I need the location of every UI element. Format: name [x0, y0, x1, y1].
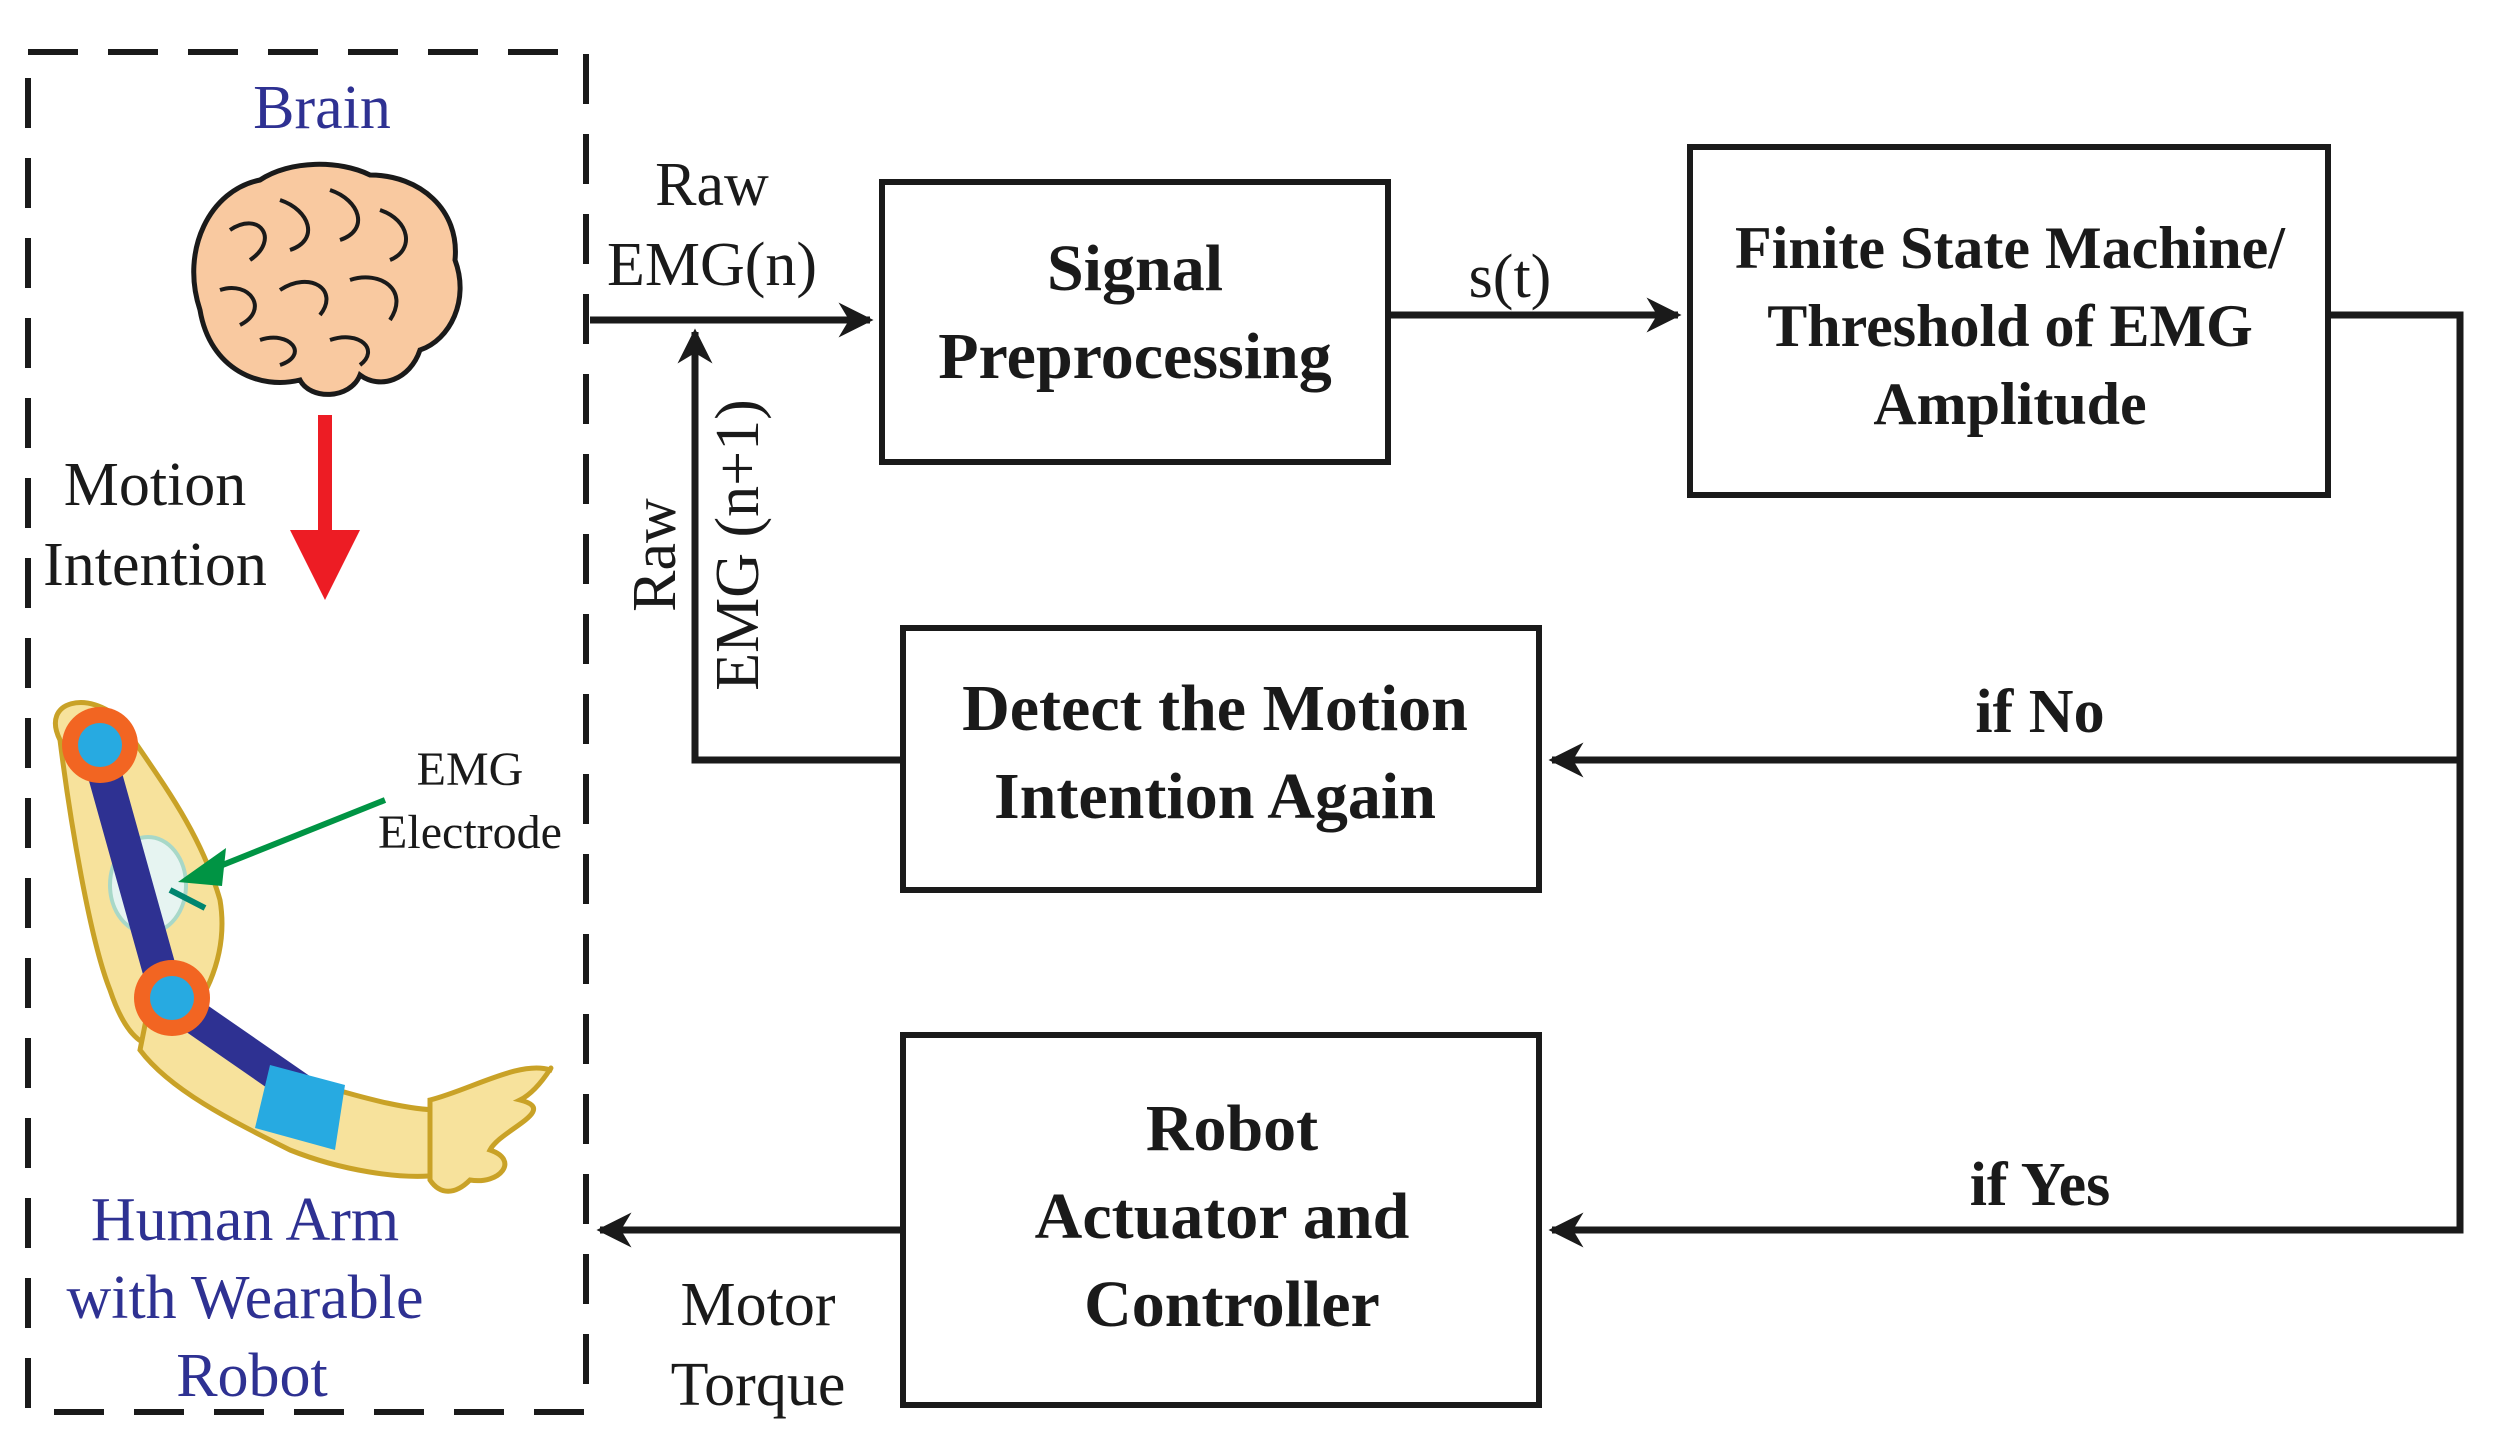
motor-label: Motor [681, 1271, 836, 1339]
robot-box-line3: Controller [1084, 1268, 1380, 1341]
robot-actuator-box [900, 1032, 1542, 1408]
signal-preprocessing-box [879, 179, 1391, 465]
st-label: s(t) [1469, 243, 1552, 311]
fsm-threshold-box [1687, 144, 2331, 498]
red-down-arrow-icon [290, 415, 360, 600]
feedback-wire [677, 328, 903, 764]
fsm-box-line3: Amplitude [1873, 371, 2146, 437]
raw-emg-n-label-1: Raw [655, 151, 769, 219]
intention-label: Intention [43, 531, 267, 599]
electrode-label-1: EMG [417, 743, 524, 796]
arm-label-1: Human Arm [91, 1186, 399, 1254]
robot-box-line1: Robot [1146, 1092, 1318, 1165]
raw-emg-n1-label-2: EMG (n+1) [704, 399, 772, 691]
detect-box-line2: Intention Again [994, 760, 1436, 833]
brain-icon [191, 161, 463, 397]
signal-box-line2: Preprocessing [938, 320, 1332, 393]
raw-emg-n-label-2: EMG(n) [607, 231, 817, 299]
detect-motion-box [900, 625, 1542, 893]
if-no-label: if No [1975, 678, 2104, 746]
fsm-output-wire [1548, 311, 2464, 1248]
arm-label-3: Robot [176, 1342, 328, 1410]
electrode-label-2: Electrode [378, 806, 562, 859]
green-arrow-icon [178, 797, 387, 886]
human-panel-border [25, 49, 589, 1415]
detect-box-line1: Detect the Motion [962, 672, 1468, 745]
if-yes-label: if Yes [1970, 1151, 2111, 1219]
torque-label: Torque [671, 1351, 846, 1419]
motion-label: Motion [64, 451, 247, 519]
fsm-box-line1: Finite State Machine/ [1735, 215, 2286, 281]
brain-label: Brain [253, 74, 391, 142]
raw-emg-n1-label-1: Raw [621, 498, 689, 612]
fsm-box-line2: Threshold of EMG [1767, 293, 2253, 359]
human-arm-icon [52, 700, 554, 1194]
signal-box-line1: Signal [1047, 232, 1223, 305]
arm-label-2: with Wearable [66, 1264, 423, 1332]
robot-box-line2: Actuator and [1035, 1180, 1410, 1253]
